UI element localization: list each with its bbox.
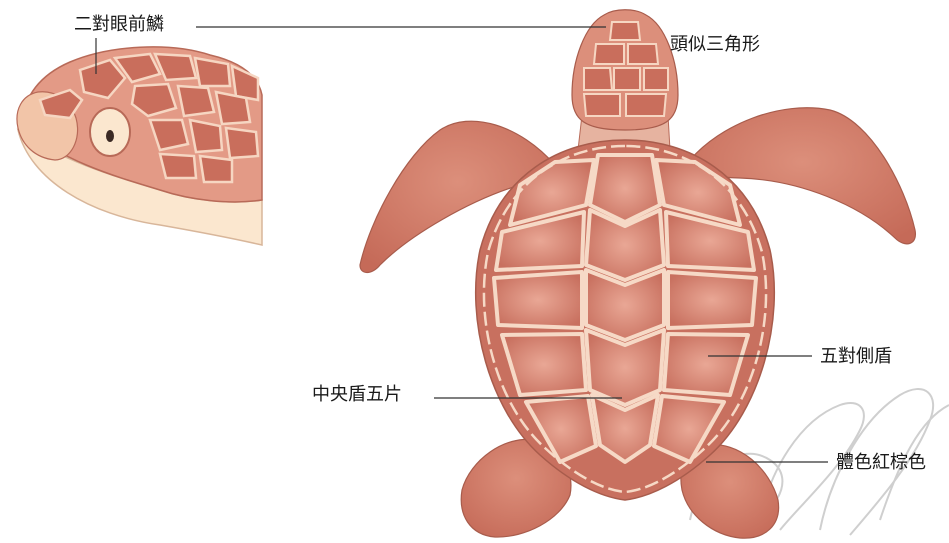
turtle-eye-icon [90,108,130,156]
label-head-shape: 頭似三角形 [670,36,760,54]
vertebral-scute-1 [590,155,660,222]
right-costal-scute-3 [668,272,756,328]
label-body-color: 體色紅棕色 [836,454,926,472]
label-prefrontal-scales: 二對眼前鱗 [74,16,164,34]
label-vertebral-scutes: 中央盾五片 [312,386,402,404]
turtle-body [360,10,915,538]
left-costal-scute-3 [494,272,582,328]
label-costal-scutes: 五對側盾 [820,348,892,366]
turtle-head-inset [17,47,262,245]
carapace-scutes [494,155,756,462]
